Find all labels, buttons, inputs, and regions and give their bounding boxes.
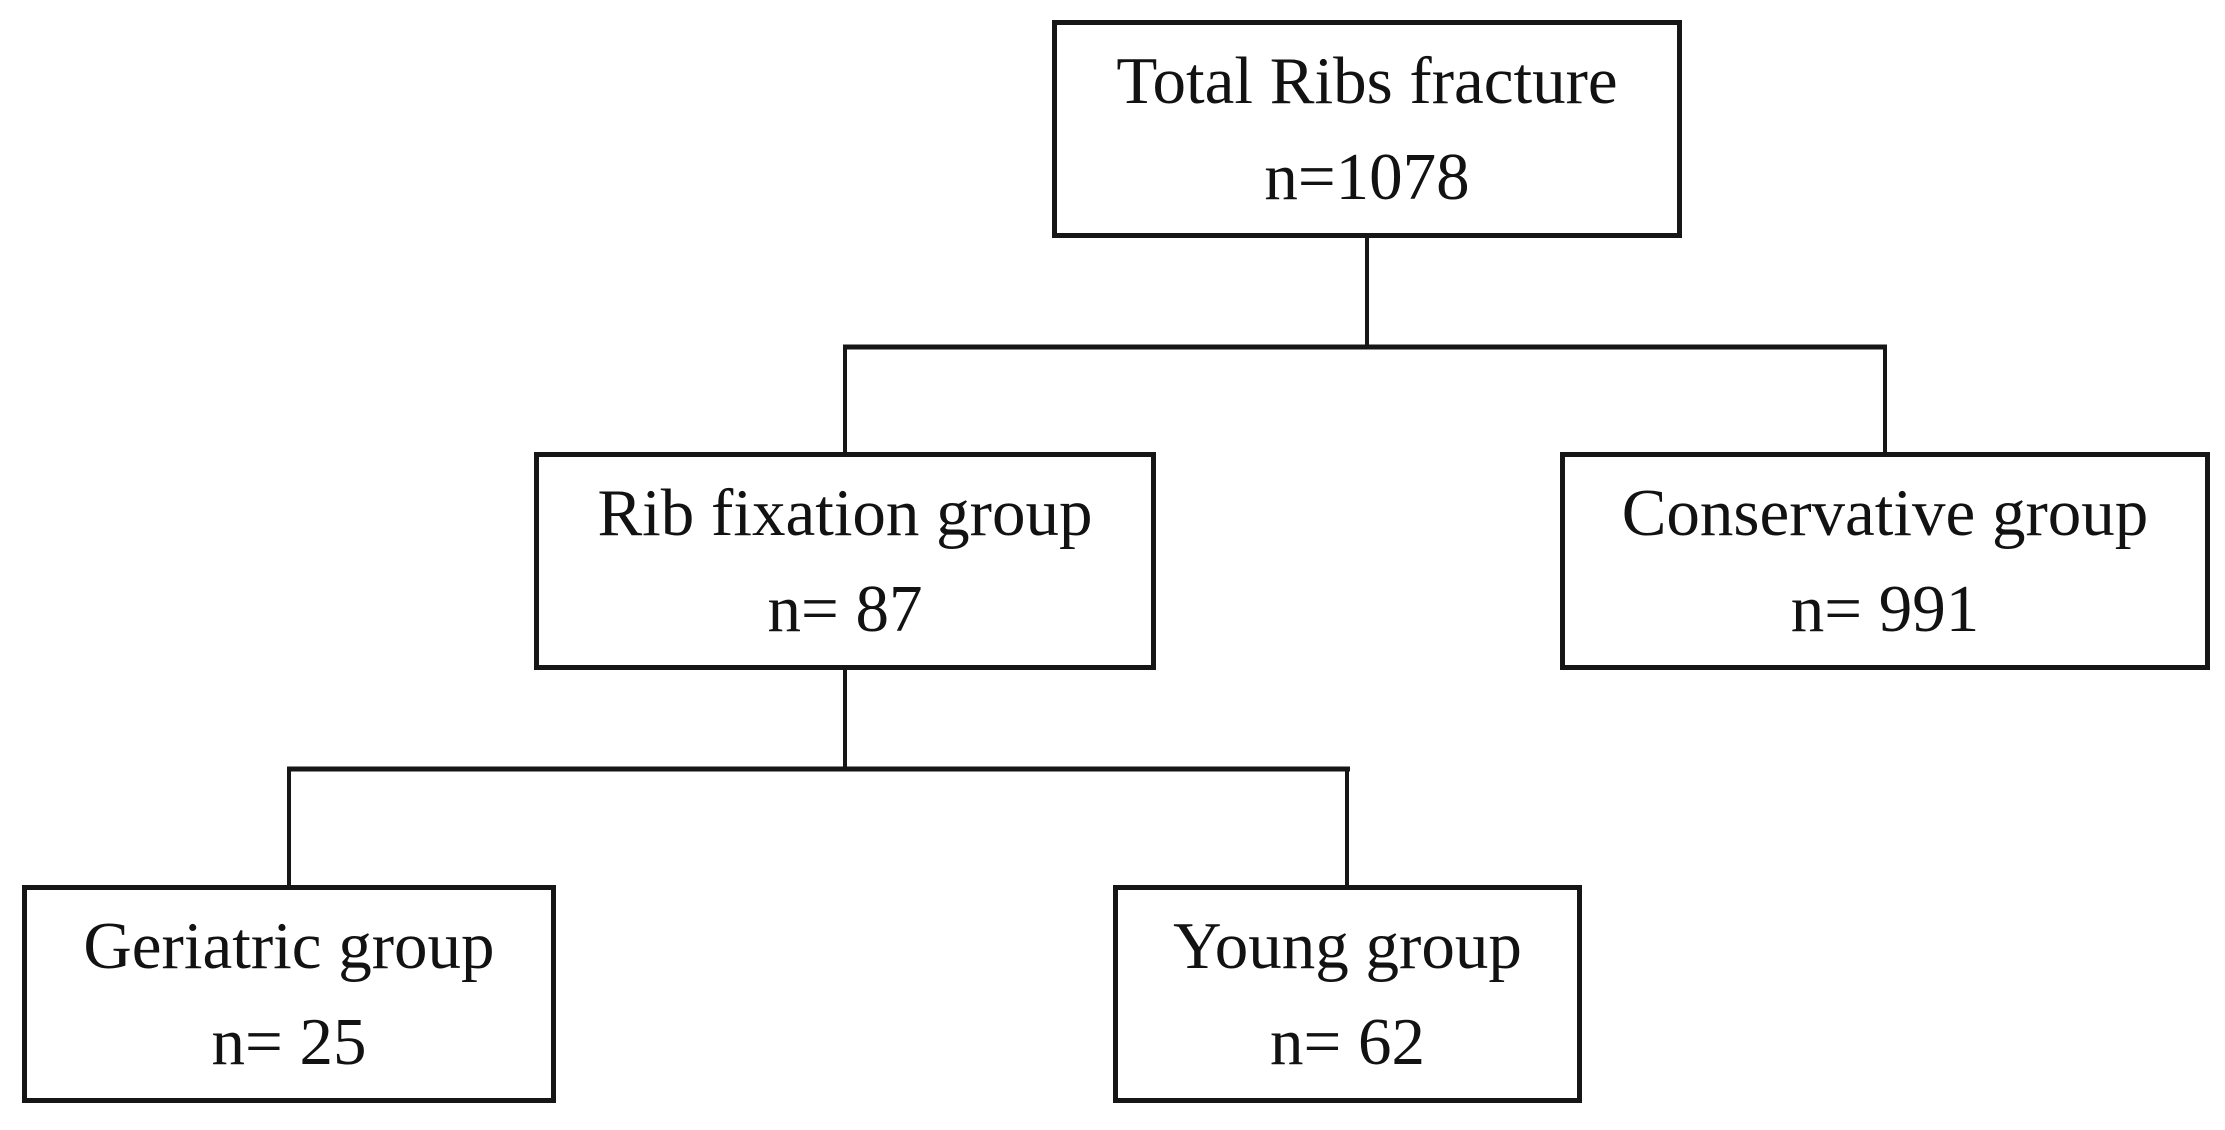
- node-count: n= 25: [211, 1005, 367, 1079]
- node-label: Geriatric group: [83, 909, 495, 983]
- flow-node-geriatric-group: Geriatric group n= 25: [22, 885, 556, 1103]
- node-label: Young group: [1173, 909, 1522, 983]
- flow-node-young-group: Young group n= 62: [1113, 885, 1582, 1103]
- flow-node-total-ribs-fracture: Total Ribs fracture n=1078: [1052, 20, 1682, 238]
- node-label: Rib fixation group: [597, 476, 1093, 550]
- flow-node-rib-fixation-group: Rib fixation group n= 87: [534, 452, 1156, 670]
- node-count: n= 991: [1790, 572, 1980, 646]
- node-count: n= 62: [1269, 1005, 1426, 1079]
- node-label: Total Ribs fracture: [1116, 44, 1618, 118]
- flow-node-conservative-group: Conservative group n= 991: [1560, 452, 2210, 670]
- node-count: n=1078: [1264, 140, 1470, 214]
- node-count: n= 87: [767, 572, 923, 646]
- node-label: Conservative group: [1621, 476, 2149, 550]
